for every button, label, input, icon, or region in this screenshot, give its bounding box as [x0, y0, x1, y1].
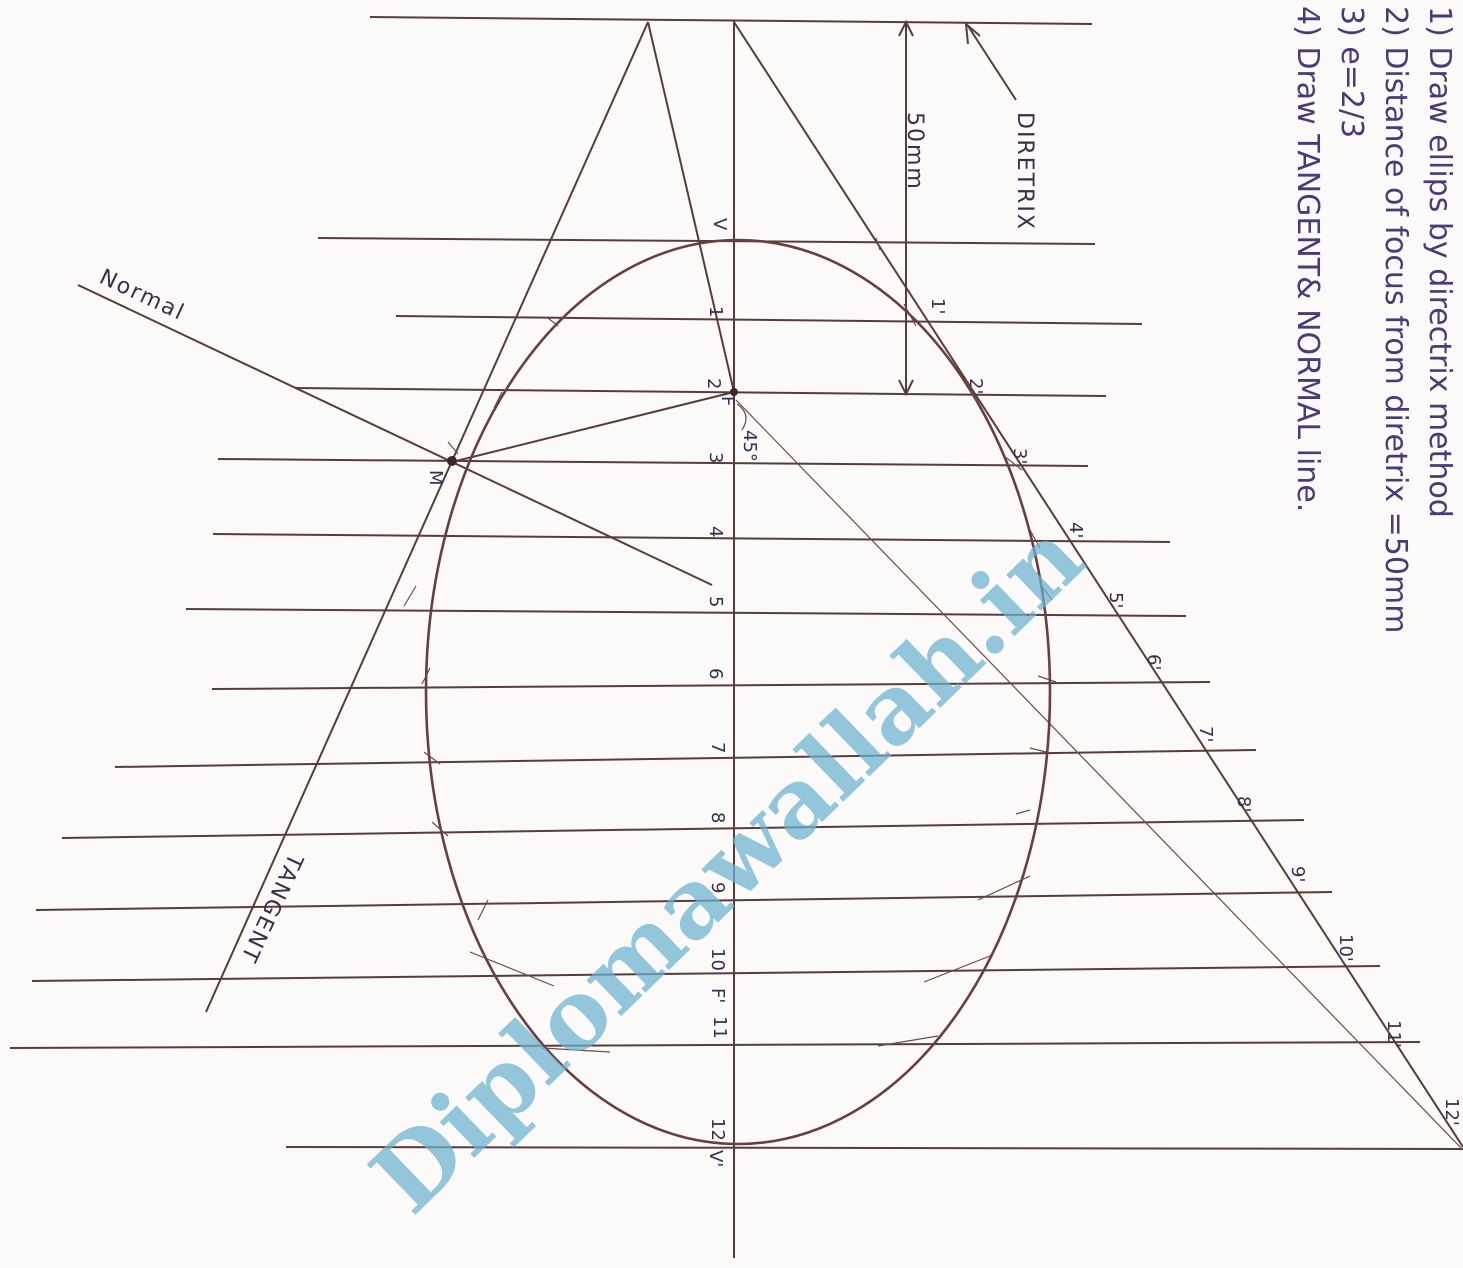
focus-f-prime-label: F' — [707, 988, 728, 1003]
angle-arc-45 — [736, 403, 747, 431]
arc-mark — [477, 899, 489, 921]
arc-mark — [903, 303, 917, 327]
tangent-line — [205, 21, 649, 1013]
arc-mark — [423, 751, 441, 765]
focus-to-m-line — [451, 391, 735, 463]
arc-mark — [403, 585, 417, 607]
construction-line-7 — [114, 749, 1257, 768]
arc-mark — [421, 667, 431, 685]
construction-line-4 — [212, 533, 1171, 543]
instruction-notes: 1) Draw ellips by directrix method 2) Di… — [1290, 6, 1457, 633]
construction-line-8 — [61, 819, 1305, 839]
primed-number-12: 12' — [1441, 1098, 1462, 1126]
construction-line-10 — [31, 965, 1381, 982]
arc-mark — [1015, 809, 1031, 815]
point-m-label: M — [425, 470, 446, 486]
primed-number-3: 3' — [1009, 448, 1030, 464]
primed-number-labels: 1' 2' 3' 4' 5' 6' 7' 8' 9' 10' 11' 12' — [927, 298, 1462, 1126]
construction-line-11 — [9, 1041, 1421, 1049]
line-45-degree — [735, 399, 1463, 1151]
primed-number-9: 9' — [1287, 866, 1308, 882]
axis-number-10: 10 — [707, 948, 728, 971]
arc-mark — [469, 951, 555, 987]
construction-line-3 — [217, 458, 1089, 467]
arc-mark — [431, 821, 449, 837]
construction-line-1 — [395, 315, 1143, 325]
arc-mark — [965, 379, 979, 405]
focus-point-f — [730, 388, 738, 396]
arc-mark — [1029, 747, 1047, 753]
eccentricity-line — [733, 21, 1463, 1148]
vertex-v-prime-label: V' — [705, 1150, 726, 1167]
arc-mark — [1029, 529, 1041, 549]
axis-number-6: 6 — [705, 668, 726, 679]
note-3: 3) e=2/3 — [1334, 6, 1369, 138]
distance-label: 50mm — [902, 112, 927, 191]
axis-number-11: 11 — [709, 1016, 730, 1039]
arc-mark — [877, 1035, 939, 1047]
construction-line-5 — [185, 608, 1187, 617]
note-4: 4) Draw TANGENT& NORMAL line. — [1290, 6, 1325, 512]
axis-number-3: 3 — [705, 452, 726, 463]
arc-mark — [875, 237, 881, 251]
arc-mark — [1039, 583, 1053, 601]
primed-number-8: 8' — [1233, 796, 1254, 812]
axis-number-2: 2 — [703, 378, 724, 389]
normal-line — [77, 284, 713, 586]
focus-f-label: F — [717, 396, 738, 406]
arc-mark — [977, 875, 1031, 901]
arc-mark — [447, 441, 459, 455]
primed-number-2: 2' — [965, 378, 986, 394]
note-1: 1) Draw ellips by directrix method — [1422, 6, 1457, 518]
axis-number-1: 1 — [705, 306, 726, 317]
construction-line-2 — [294, 387, 1107, 397]
arc-mark — [1003, 455, 1023, 471]
arc-mark — [541, 1047, 611, 1053]
arc-mark — [1037, 675, 1057, 683]
primed-number-1: 1' — [927, 298, 948, 314]
axis-number-5: 5 — [705, 596, 726, 607]
vertex-v-label: V — [709, 218, 730, 231]
arc-mark — [923, 955, 991, 983]
primed-number-4: 4' — [1065, 522, 1086, 538]
construction-line-12 — [285, 1146, 1463, 1150]
primed-number-5: 5' — [1105, 592, 1126, 608]
directrix-line — [369, 16, 1093, 25]
ellipse-curve — [424, 238, 1052, 1146]
directrix-leader — [967, 25, 1017, 101]
line-to-focus — [647, 21, 735, 393]
axis-number-8: 8 — [707, 812, 728, 823]
directrix-leader-arrow — [964, 21, 981, 45]
primed-number-6: 6' — [1143, 654, 1164, 670]
axis-number-4: 4 — [705, 526, 726, 537]
axis-number-7: 7 — [707, 742, 728, 753]
arc-mark — [493, 391, 503, 409]
arc-mark — [547, 317, 559, 327]
axis-number-9: 9 — [707, 882, 728, 893]
angle-label: 45° — [739, 430, 760, 462]
construction-line-6 — [211, 681, 1211, 690]
normal-label: Normal — [95, 265, 189, 326]
axis-number-12: 12 — [707, 1118, 728, 1141]
dimension-arrow-top — [898, 19, 914, 37]
primed-number-7: 7' — [1195, 726, 1216, 742]
note-2: 2) Distance of focus from diretrix =50mm — [1378, 6, 1413, 633]
primed-number-10: 10' — [1335, 934, 1356, 962]
point-m — [447, 456, 457, 466]
directrix-label: DIRETRIX — [1012, 112, 1037, 231]
primed-number-11: 11' — [1383, 1020, 1404, 1048]
